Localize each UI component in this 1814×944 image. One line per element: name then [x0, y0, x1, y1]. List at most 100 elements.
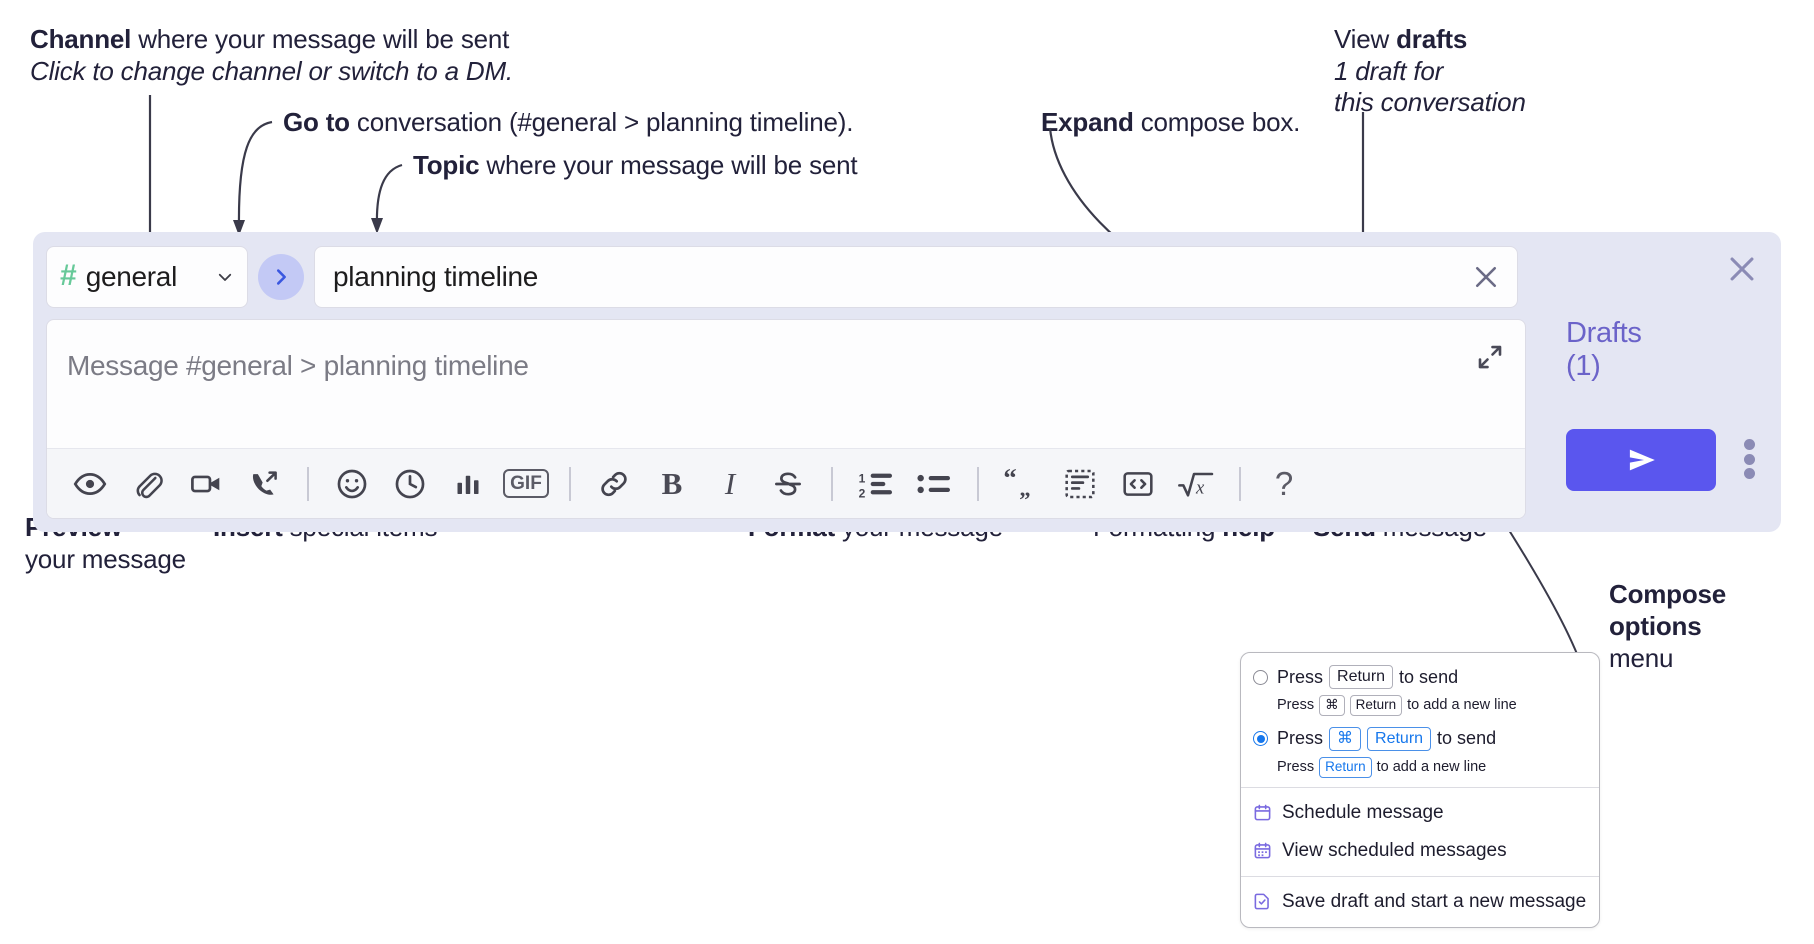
menu-draft-group: Save draft and start a new message	[1241, 877, 1599, 927]
annotation-compose-options-2: options	[1609, 610, 1702, 642]
annotation-preview-rest-text: your message	[25, 544, 186, 574]
compose-panel: # general planning timeline Message #gen…	[33, 232, 1781, 532]
svg-text:1: 1	[859, 471, 866, 485]
calendar-grid-icon	[1254, 842, 1271, 859]
key-return-4: Return	[1319, 756, 1372, 778]
annotation-expand-bold: Expand	[1041, 107, 1134, 137]
compose-options-menu: Press Return to send Press ⌘ Return to a…	[1240, 652, 1600, 928]
annotation-goto-bold: Go to	[283, 107, 350, 137]
help-icon[interactable]: ?	[1255, 455, 1313, 513]
svg-text:2: 2	[859, 486, 866, 500]
send-button[interactable]	[1566, 429, 1716, 491]
kebab-dot-1	[1743, 439, 1755, 450]
radio-cmd-return-to-send[interactable]	[1253, 731, 1268, 747]
annotation-topic-rest: where your message will be sent	[479, 150, 858, 180]
inline-code-icon[interactable]	[1109, 455, 1167, 513]
close-panel-icon[interactable]	[1725, 252, 1759, 286]
menu-item-save-draft-label: Save draft and start a new message	[1282, 890, 1587, 912]
italic-label: I	[724, 465, 736, 501]
message-input-box[interactable]: Message #general > planning timeline	[46, 319, 1526, 519]
annotation-channel: Channel where your message will be sent	[30, 23, 509, 55]
key-return-2: Return	[1349, 695, 1403, 716]
annotation-expand-rest: compose box.	[1133, 107, 1301, 137]
bulleted-list-icon[interactable]	[905, 455, 963, 513]
video-icon[interactable]	[177, 455, 235, 513]
annotation-channel-rest: where your message will be sent	[131, 24, 510, 54]
send-shortcut-options: Press Return to send Press ⌘ Return to a…	[1241, 653, 1599, 787]
math-icon[interactable]: x	[1167, 455, 1225, 513]
link-icon[interactable]	[585, 455, 643, 513]
option-1-line1: Press Return to send	[1277, 665, 1458, 689]
menu-item-save-draft[interactable]: Save draft and start a new message	[1241, 883, 1599, 921]
clock-icon[interactable]	[381, 455, 439, 513]
key-return-3: Return	[1367, 726, 1432, 751]
annotation-channel-sub: Click to change channel or switch to a D…	[30, 55, 513, 87]
annotation-compose-options-bold2: options	[1609, 611, 1702, 641]
poll-icon[interactable]	[439, 455, 497, 513]
divider-2	[569, 466, 571, 501]
channel-hash-icon: #	[60, 259, 77, 292]
annotation-compose-options-3: menu	[1609, 642, 1673, 674]
option-1-pre: Press	[1277, 666, 1324, 687]
gif-label: GIF	[503, 469, 549, 498]
annotation-drafts-bold: drafts	[1396, 24, 1468, 54]
drafts-link[interactable]: Drafts (1)	[1566, 317, 1642, 382]
clear-topic-icon[interactable]	[1471, 262, 1501, 292]
menu-divider-1	[1241, 786, 1599, 788]
option-2-sub-post: to add a new line	[1376, 759, 1487, 776]
blockquote-icon[interactable]: “ „	[993, 455, 1051, 513]
kebab-dot-3	[1743, 468, 1755, 479]
compose-inner: # general planning timeline Message #gen…	[46, 245, 1755, 519]
menu-item-view-scheduled[interactable]: View scheduled messages	[1241, 832, 1599, 870]
annotation-drafts-sub2-text: this conversation	[1334, 87, 1526, 117]
channel-selector[interactable]: # general	[46, 246, 248, 308]
ordered-list-icon[interactable]: 1 2	[847, 455, 905, 513]
chevron-down-icon	[218, 273, 232, 281]
option-1-post: to send	[1399, 666, 1459, 687]
preview-icon[interactable]	[61, 455, 119, 513]
svg-text:“: “	[1003, 468, 1016, 493]
formatting-toolbar: GIF B I	[47, 448, 1525, 518]
radio-return-to-send[interactable]	[1253, 669, 1268, 685]
annotation-preview-rest: your message	[25, 543, 186, 575]
italic-icon[interactable]: I	[701, 455, 759, 513]
topic-input[interactable]: planning timeline	[314, 246, 1518, 308]
annotation-compose-options-bold1: Compose	[1609, 579, 1727, 609]
kebab-dot-2	[1743, 453, 1755, 465]
divider-3	[831, 466, 833, 501]
annotation-expand: Expand compose box.	[1041, 106, 1300, 138]
divider-4	[977, 466, 979, 501]
option-2-sub-pre: Press	[1277, 759, 1315, 776]
calendar-schedule-icon	[1254, 804, 1271, 821]
goto-conversation-button[interactable]	[258, 254, 304, 300]
expand-icon[interactable]	[1475, 342, 1505, 372]
send-icon	[1629, 449, 1655, 471]
help-label: ?	[1274, 464, 1294, 502]
menu-option-return-to-send[interactable]: Press Return to send Press ⌘ Return to a…	[1241, 664, 1599, 716]
bold-icon[interactable]: B	[643, 455, 701, 513]
annotation-topic-bold: Topic	[413, 150, 480, 180]
option-1-sub-pre: Press	[1277, 697, 1315, 714]
attachment-icon[interactable]	[119, 455, 177, 513]
key-cmd-2: ⌘	[1329, 726, 1362, 751]
audio-call-icon[interactable]	[235, 455, 293, 513]
message-placeholder: Message #general > planning timeline	[67, 350, 529, 381]
key-cmd-1: ⌘	[1319, 695, 1345, 716]
compose-options-button[interactable]	[1736, 435, 1762, 483]
gif-icon[interactable]: GIF	[497, 455, 555, 513]
divider-1	[307, 466, 309, 501]
menu-option-cmd-return-to-send[interactable]: Press ⌘ Return to send Press Return to a…	[1241, 726, 1599, 778]
menu-schedule-group: Schedule message View scheduled messages	[1241, 788, 1599, 876]
emoji-icon[interactable]	[323, 455, 381, 513]
annotation-drafts-sub1-text: 1 draft for	[1334, 56, 1444, 86]
key-return-1: Return	[1329, 665, 1394, 689]
option-1-sub-post: to add a new line	[1407, 697, 1517, 714]
annotation-drafts: View drafts	[1334, 23, 1467, 55]
channel-name-label: general	[85, 261, 178, 292]
option-2-line1: Press ⌘ Return to send	[1277, 726, 1496, 751]
code-block-icon[interactable]	[1051, 455, 1109, 513]
strikethrough-icon[interactable]	[759, 455, 817, 513]
annotation-compose-options-rest: menu	[1609, 643, 1674, 673]
bold-label: B	[661, 465, 683, 501]
menu-item-schedule-message[interactable]: Schedule message	[1241, 794, 1599, 832]
